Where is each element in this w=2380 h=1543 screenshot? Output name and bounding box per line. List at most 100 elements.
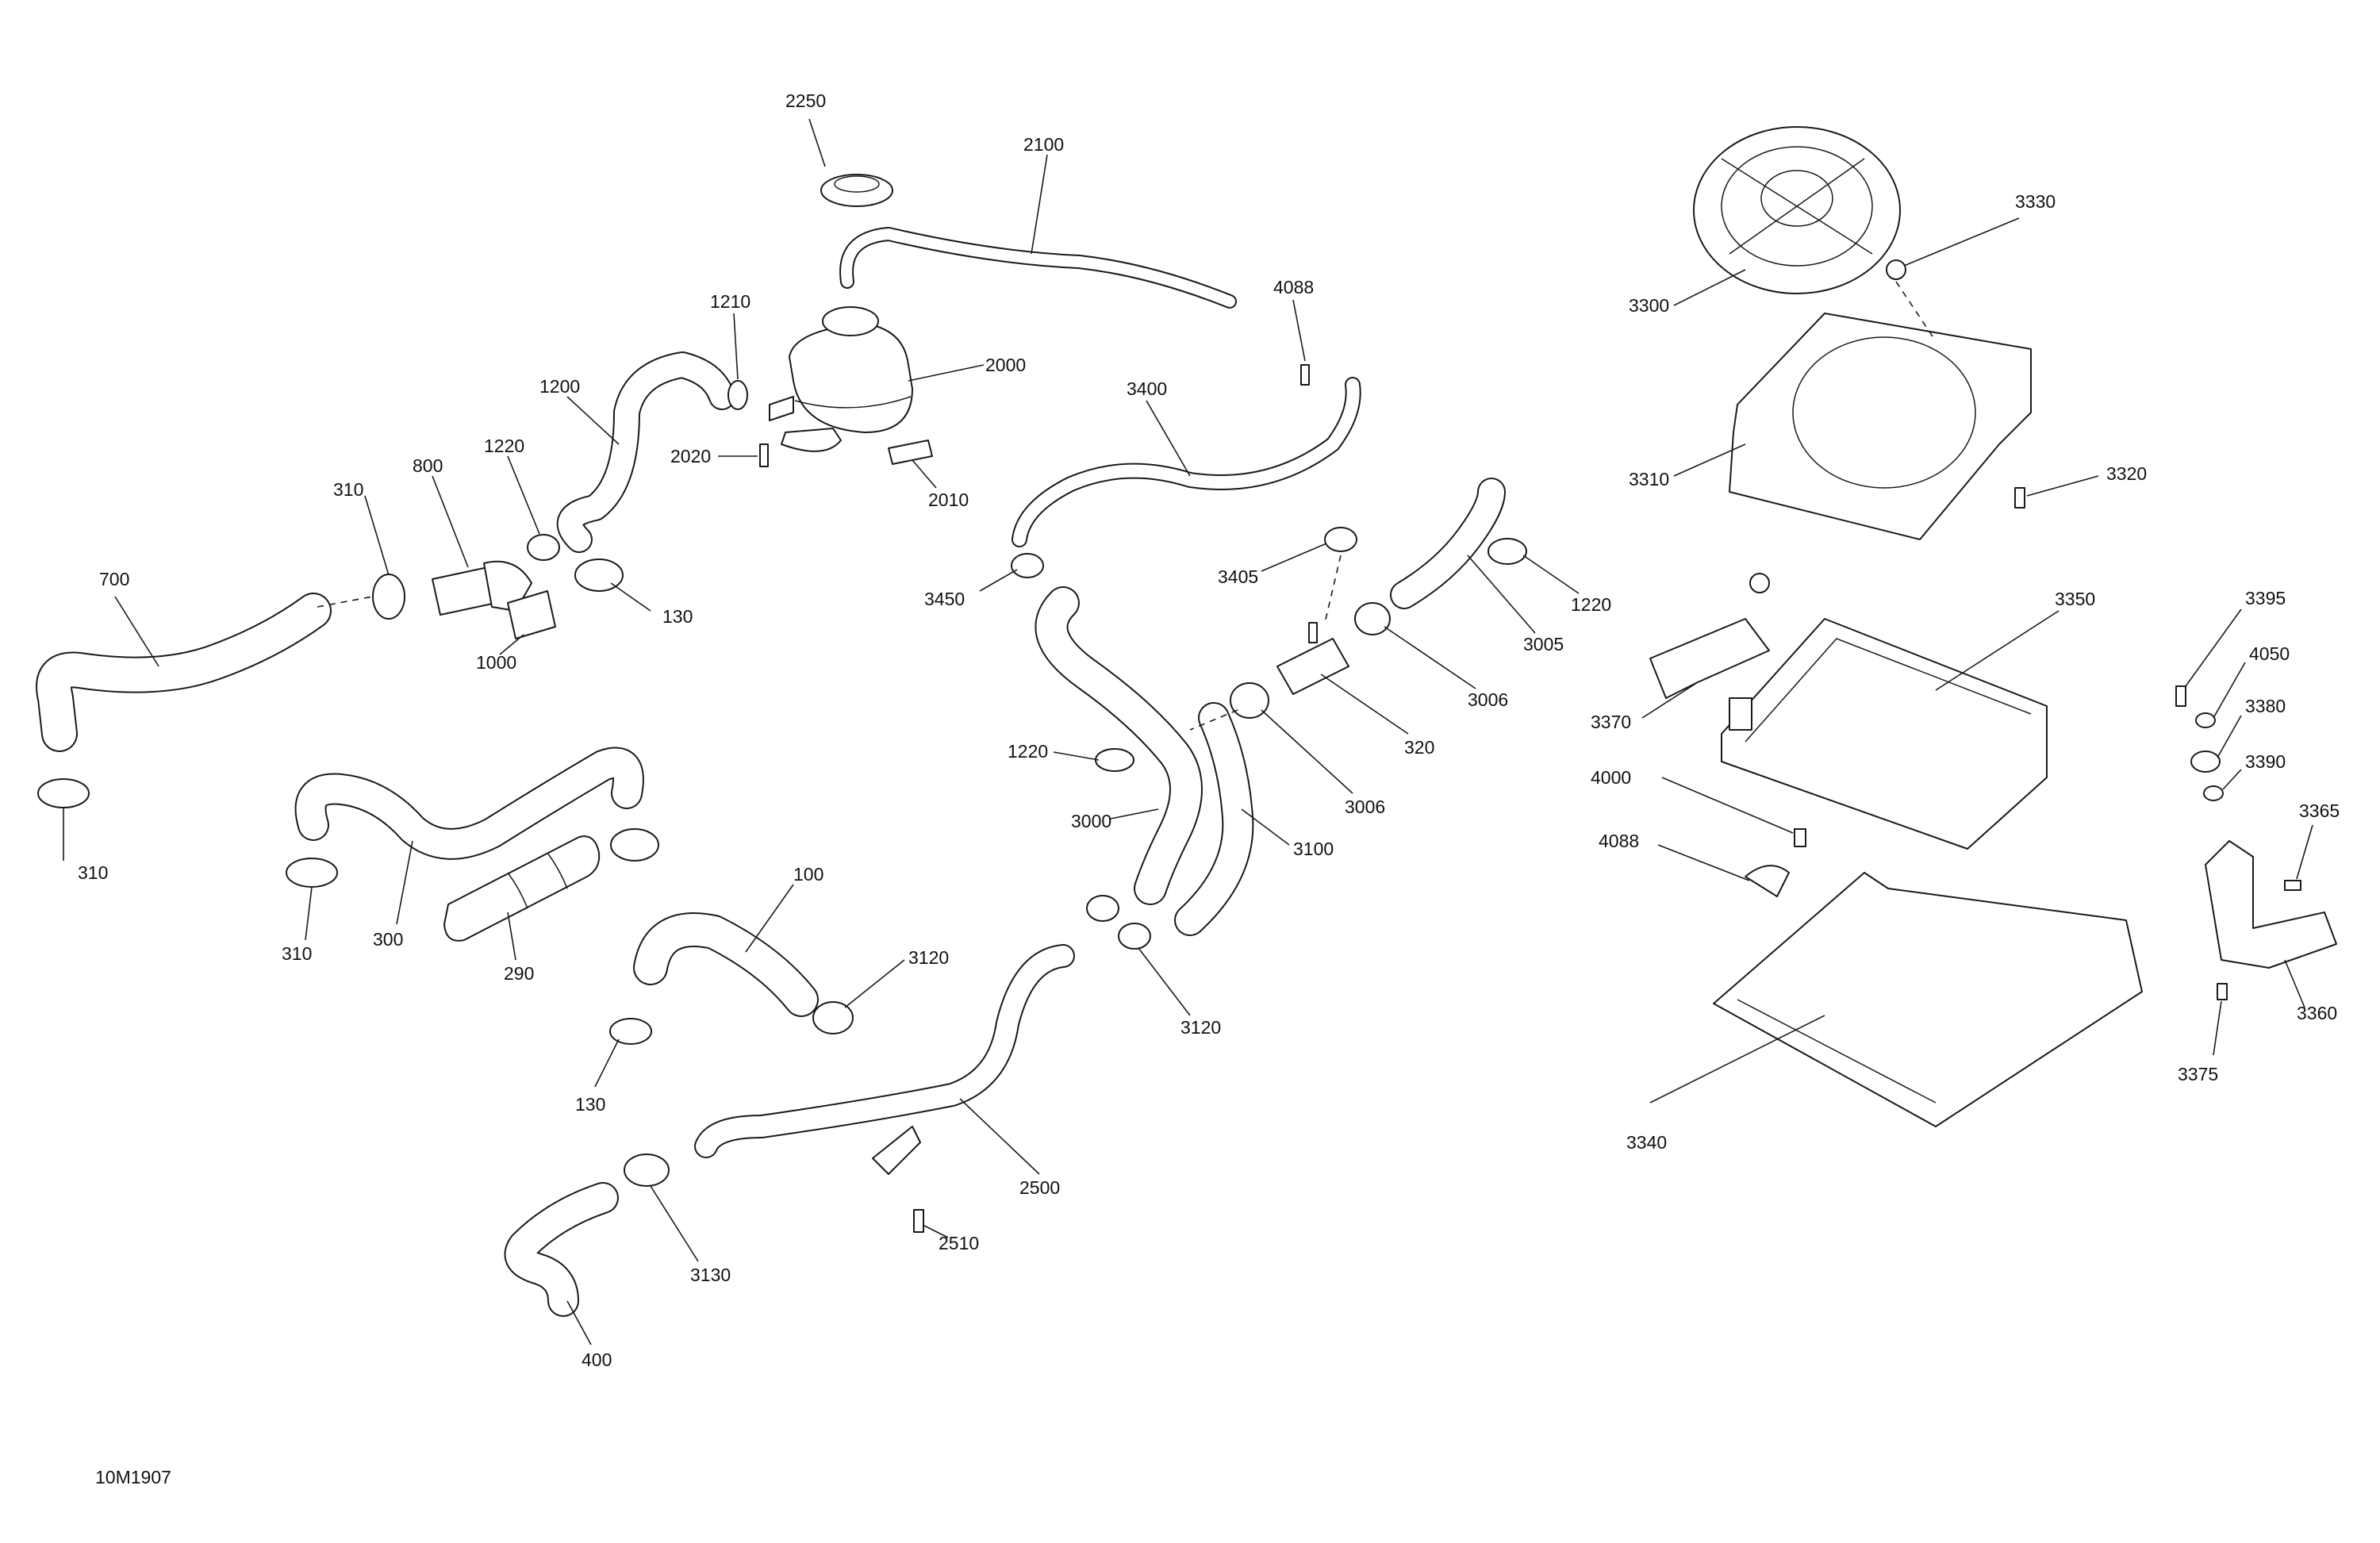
hose-100 xyxy=(633,912,819,1017)
leader-3450 xyxy=(979,569,1018,592)
clamp-3120-c xyxy=(1118,923,1151,950)
leader-2100 xyxy=(1031,154,1048,255)
clamp-3130 xyxy=(624,1153,670,1187)
callout-2000: 2000 xyxy=(985,355,1026,375)
screw-2510 xyxy=(913,1209,924,1233)
callout-3120-a: 3120 xyxy=(908,947,949,968)
leader-3006-b xyxy=(1384,626,1476,689)
callout-3330: 3330 xyxy=(2015,191,2056,212)
leader-400 xyxy=(566,1300,592,1345)
callout-2010: 2010 xyxy=(928,489,969,510)
assembly-line-3300 xyxy=(1895,281,1937,342)
leader-3130 xyxy=(650,1185,699,1262)
clamp-310-c xyxy=(286,858,338,888)
leader-800 xyxy=(432,475,469,568)
clamp-3120-a xyxy=(812,1001,854,1034)
leader-310-a xyxy=(364,495,390,576)
callout-3400: 3400 xyxy=(1127,378,1167,399)
leader-3380 xyxy=(2217,715,2242,758)
callout-3000: 3000 xyxy=(1071,811,1111,831)
leader-4088-b xyxy=(1657,844,1750,881)
callout-1220-c: 1220 xyxy=(1571,594,1611,615)
leader-3005 xyxy=(1467,555,1536,634)
hose-3005 xyxy=(1390,478,1506,609)
drawing-reference-code: 10M1907 xyxy=(95,1467,171,1487)
washer-4050 xyxy=(2195,712,2216,728)
callout-4088-a: 4088 xyxy=(1273,277,1314,297)
clamp-310-a xyxy=(372,574,405,620)
leader-3310 xyxy=(1673,443,1746,477)
leader-1210 xyxy=(733,313,739,380)
callout-3370: 3370 xyxy=(1591,712,1631,732)
leader-1200 xyxy=(566,396,620,445)
nut-3330 xyxy=(1886,259,1906,280)
leader-100 xyxy=(745,884,794,953)
bracket-3370 xyxy=(1649,573,1770,699)
tee-fitting-320 xyxy=(1276,622,1349,695)
hose-3100 xyxy=(1174,702,1254,936)
leader-3330 xyxy=(1903,217,2020,267)
fan-3300 xyxy=(1693,126,1901,294)
leader-2500 xyxy=(959,1098,1040,1175)
callout-1210: 1210 xyxy=(710,291,750,312)
grommet-3380 xyxy=(2190,750,2221,773)
assembly-line-700 xyxy=(317,596,374,608)
leader-3360 xyxy=(2284,959,2305,1008)
leader-3100 xyxy=(1241,808,1290,846)
leader-3320 xyxy=(2026,475,2099,497)
callout-3100: 3100 xyxy=(1293,839,1334,859)
thermostat-housing-1000 xyxy=(507,590,556,639)
callout-130-a: 130 xyxy=(662,606,693,627)
assembly-line-3405 xyxy=(1324,555,1342,624)
callout-3120-b: 3120 xyxy=(1180,1017,1221,1038)
callout-3130: 3130 xyxy=(690,1265,731,1285)
callout-4050: 4050 xyxy=(2249,643,2290,664)
clamp-3120-b xyxy=(1086,895,1119,922)
hose-400 xyxy=(504,1182,619,1317)
callout-400: 400 xyxy=(582,1349,612,1370)
clamp-290 xyxy=(610,828,659,862)
callout-290: 290 xyxy=(504,963,534,984)
leader-2510 xyxy=(923,1225,949,1238)
leader-1000 xyxy=(499,634,524,655)
callout-4000: 4000 xyxy=(1591,767,1631,788)
reservoir-2000 xyxy=(769,306,913,452)
callout-3300: 3300 xyxy=(1629,295,1669,316)
callout-3320: 3320 xyxy=(2106,463,2147,484)
tube-2500 xyxy=(694,944,1075,1158)
callout-300: 300 xyxy=(373,929,403,950)
bracket-2010 xyxy=(888,439,933,465)
clamp-3006-b xyxy=(1354,602,1391,635)
screw-3320 xyxy=(2014,487,2025,509)
callout-3380: 3380 xyxy=(2245,696,2286,716)
callout-3450: 3450 xyxy=(924,589,965,609)
callout-1200: 1200 xyxy=(539,376,580,397)
callout-320: 320 xyxy=(1404,737,1434,758)
callout-3005: 3005 xyxy=(1523,634,1564,654)
cap-2250 xyxy=(820,174,893,207)
leader-1220-c xyxy=(1522,555,1580,594)
clamp-3006-a xyxy=(1230,682,1269,719)
leader-3405 xyxy=(1261,543,1327,572)
clamp-1220-a xyxy=(527,534,560,561)
leader-2010 xyxy=(912,459,937,489)
clamp-1220-b xyxy=(1095,748,1134,772)
callout-3365: 3365 xyxy=(2299,800,2340,821)
nut-3390 xyxy=(2203,785,2224,801)
leader-3390 xyxy=(2222,769,2242,790)
clamp-310-b xyxy=(37,778,90,808)
clamp-1210 xyxy=(727,380,748,410)
screw-3375 xyxy=(2217,983,2228,1000)
leader-3375 xyxy=(2213,1000,2222,1056)
leader-130-b xyxy=(594,1038,620,1088)
radiator-3350 xyxy=(1721,618,2048,850)
leader-2000 xyxy=(908,364,985,382)
callout-3006-b: 3006 xyxy=(1468,689,1508,710)
leader-130-a xyxy=(610,582,651,612)
callout-1220-a: 1220 xyxy=(484,436,524,456)
leader-310-c xyxy=(305,886,313,941)
callout-800: 800 xyxy=(413,455,443,476)
callout-3405: 3405 xyxy=(1218,566,1258,587)
leader-290 xyxy=(507,912,516,961)
